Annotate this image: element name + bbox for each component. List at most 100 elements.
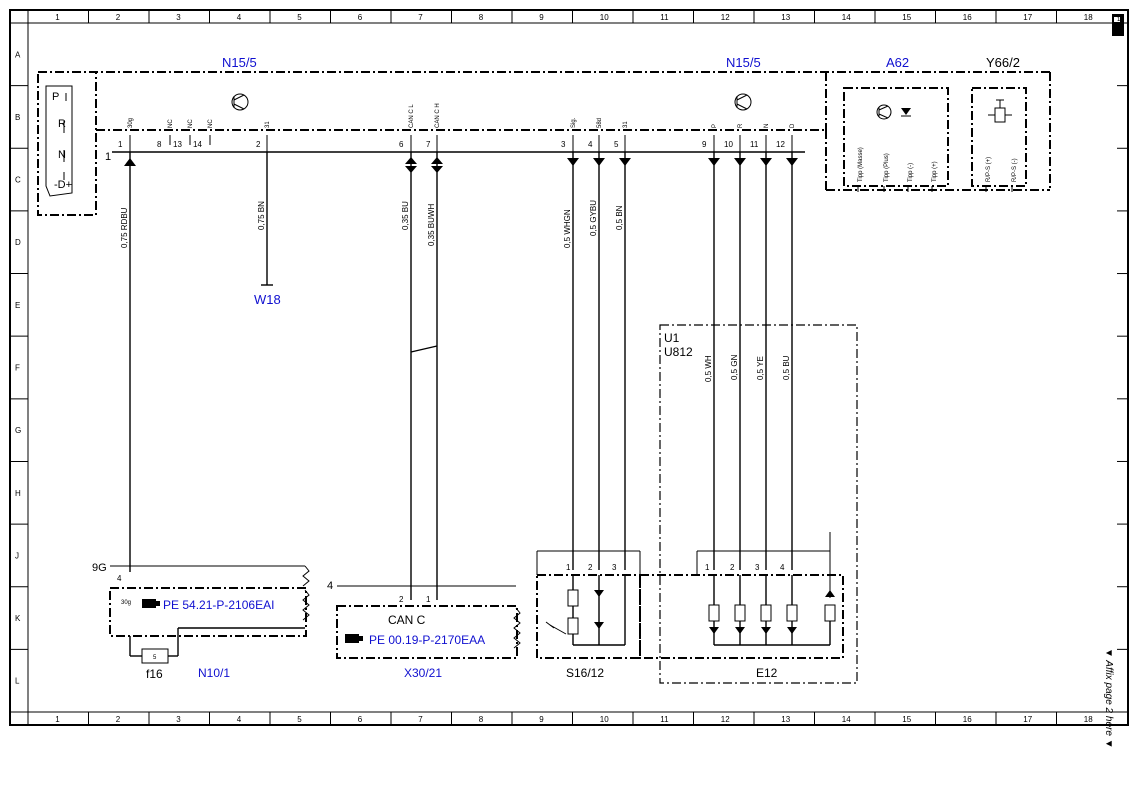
f16-label: f16 xyxy=(146,667,163,681)
s16-pin-1: 1 xyxy=(566,563,571,572)
signal-can-c-h: CAN C H xyxy=(435,103,441,128)
pin-12: 12 xyxy=(776,140,785,149)
grid-row-label: L xyxy=(15,677,20,686)
grid-row-label: D xyxy=(15,238,21,247)
y66-pin-rp-plus: R/P-S (+) xyxy=(986,157,992,182)
grid-column-label: 10 xyxy=(600,715,609,724)
wire-label-wh: 0,5 WH xyxy=(704,355,713,382)
s16-pin-2: 2 xyxy=(588,563,593,572)
led-icon xyxy=(901,108,911,117)
e12-pin-3: 3 xyxy=(755,563,760,572)
grid-column-label: 6 xyxy=(358,13,363,22)
can-c-label: CAN C xyxy=(388,613,426,627)
reference-hand-icon xyxy=(142,599,160,608)
affix-note: ▼ Affix page 2 here ▼ xyxy=(1103,648,1114,749)
wire-label-ye: 0,5 YE xyxy=(756,356,765,380)
wire-label-gn: 0,5 GN xyxy=(730,354,739,380)
signal-p: P xyxy=(712,124,718,128)
grid-column-label: 12 xyxy=(721,715,730,724)
grid-column-label: 16 xyxy=(963,13,972,22)
grid-column-label: 2 xyxy=(116,715,121,724)
transistor-icon xyxy=(876,104,892,120)
a62-label: A62 xyxy=(886,55,909,70)
grid-row-label: F xyxy=(15,364,20,373)
signal-nc: NC xyxy=(208,119,214,128)
wire-group xyxy=(129,152,793,600)
pin-9: 9 xyxy=(702,140,707,149)
pin-1: 1 xyxy=(118,140,123,149)
grid-column-label: 15 xyxy=(902,13,911,22)
grid-column-label: 18 xyxy=(1084,13,1093,22)
grid-column-label: 11 xyxy=(660,715,669,724)
signal-nc: NC xyxy=(168,119,174,128)
grid-column-label: 14 xyxy=(842,13,851,22)
wire-labels: 0,75 RDBU 0,75 BN 0,35 BU 0,35 BUWH 0,5 … xyxy=(120,200,791,382)
grid-row-label: H xyxy=(15,489,21,498)
wire-label-buwh: 0,35 BUWH xyxy=(427,204,436,246)
grid-rows-right xyxy=(1117,22,1128,650)
signal-58d: 58d xyxy=(597,118,603,128)
grid-column-label: 9 xyxy=(539,13,544,22)
selector-n: N xyxy=(58,149,66,161)
e12-pin-2: 2 xyxy=(730,563,735,572)
signal-30g: 30g xyxy=(128,118,134,128)
n15-5-left-label: N15/5 xyxy=(222,55,257,70)
grid-column-label: 1 xyxy=(55,715,60,724)
a62-pin-tipp-plus2: Tipp (+) xyxy=(932,161,938,182)
u1-box xyxy=(659,324,858,684)
transistor-icon xyxy=(734,93,752,111)
corner-page-icon xyxy=(1112,14,1124,36)
grid-column-label: 2 xyxy=(116,13,121,22)
pin-8: 8 xyxy=(157,140,162,149)
selector-r: R xyxy=(58,118,66,130)
wire-label-bu: 0,35 BU xyxy=(401,201,410,230)
s16-12-label: S16/12 xyxy=(566,666,604,680)
grid-row-label: C xyxy=(15,176,21,185)
grid-column-label: 7 xyxy=(418,13,423,22)
pin-14: 14 xyxy=(193,140,202,149)
e12-box xyxy=(639,574,844,659)
y66-pin-rp-minus: R/P-S (-) xyxy=(1012,158,1018,182)
grid-column-label: 4 xyxy=(237,13,242,22)
e12-label: E12 xyxy=(756,666,778,680)
wire-label-gybu: 0,5 GYBU xyxy=(589,200,598,236)
x30-21-box xyxy=(336,605,518,659)
u1-label: U1 xyxy=(664,331,680,345)
grid-column-label: 5 xyxy=(297,13,302,22)
w18-label: W18 xyxy=(254,292,281,307)
grid-row-label: G xyxy=(15,426,21,435)
signal-sig: Sig. xyxy=(571,117,577,128)
switch-circuit xyxy=(545,575,626,646)
s16-pin-3: 3 xyxy=(612,563,617,572)
selector-d: -D+ xyxy=(54,179,72,191)
fuse-5-label: 5 xyxy=(153,655,157,661)
solenoid-icon xyxy=(988,99,1012,123)
grid-column-label: 17 xyxy=(1023,715,1032,724)
pin-signal-names: 30g NC NC NC 31 CAN C L CAN C H Sig. 58d… xyxy=(128,103,796,128)
n10-reference-link[interactable]: PE 54.21-P-2106EAI xyxy=(163,598,274,612)
x30-21-label: X30/21 xyxy=(404,666,442,680)
a62-box xyxy=(843,87,949,187)
signal-31b: 31 xyxy=(623,121,629,128)
x30-pin-2: 2 xyxy=(399,595,404,604)
x30-pin-1: 1 xyxy=(426,595,431,604)
grid-column-label: 4 xyxy=(237,715,242,724)
signal-can-c-l: CAN C L xyxy=(409,104,415,128)
bus-stubs xyxy=(129,135,793,152)
corner-mark: 18 xyxy=(1117,17,1124,23)
x30-reference-link[interactable]: PE 00.19-P-2170EAA xyxy=(369,633,485,647)
y66-2-box xyxy=(971,87,1027,187)
grid-column-label: 10 xyxy=(600,13,609,22)
grid-column-label: 16 xyxy=(963,715,972,724)
n10-pin-4: 4 xyxy=(117,574,122,583)
pin-5: 5 xyxy=(614,140,619,149)
connector-arrows xyxy=(124,157,798,173)
grid-column-label: 18 xyxy=(1084,715,1093,724)
signal-31: 31 xyxy=(265,121,271,128)
grid-column-label: 8 xyxy=(479,13,484,22)
signal-n: N xyxy=(764,124,770,128)
x30-pin-4: 4 xyxy=(327,580,333,592)
